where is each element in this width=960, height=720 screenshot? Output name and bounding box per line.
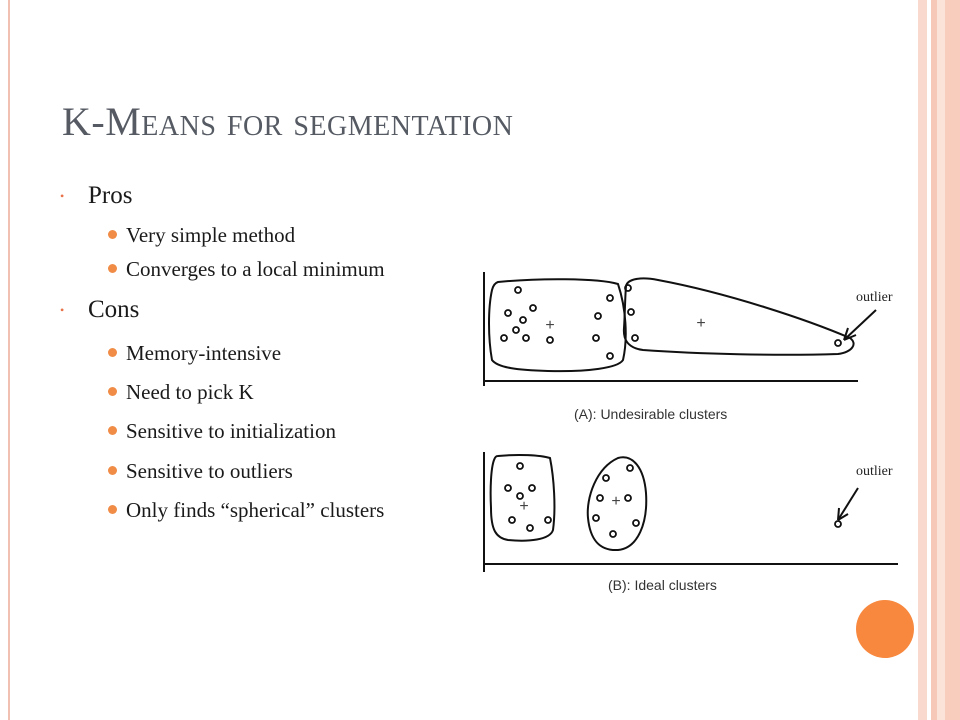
list-item-label: Memory-intensive xyxy=(126,341,282,365)
list-item: Sensitive to outliers xyxy=(60,458,480,484)
data-point xyxy=(522,334,530,342)
outlier-arrowhead-b xyxy=(837,507,849,521)
data-point xyxy=(592,514,600,522)
data-point xyxy=(508,516,516,524)
list-item-label: Need to pick K xyxy=(126,380,254,404)
data-point xyxy=(512,326,520,334)
list-item-label: Sensitive to initialization xyxy=(126,419,336,443)
centroid-mark: + xyxy=(696,315,705,332)
bullet-dot-icon xyxy=(108,387,117,396)
data-point xyxy=(546,336,554,344)
bullet-mark: • xyxy=(60,189,65,203)
data-point xyxy=(632,519,640,527)
data-point xyxy=(514,286,522,294)
right-frame-gap xyxy=(927,0,931,720)
left-frame-line xyxy=(8,0,10,720)
data-point xyxy=(609,530,617,538)
bullet-list: • Pros Very simple method Converges to a… xyxy=(60,178,480,523)
list-item: Need to pick K xyxy=(60,379,480,405)
cluster-outline-b1 xyxy=(489,453,556,542)
bullet-dot-icon xyxy=(108,426,117,435)
list-item-label: Only finds “spherical” clusters xyxy=(126,498,385,522)
section-heading-pros: • Pros xyxy=(60,178,480,214)
data-point xyxy=(526,524,534,532)
caption-panel-a: (A): Undesirable clusters xyxy=(574,406,728,422)
outlier-label-b: outlier xyxy=(856,464,893,479)
data-point xyxy=(834,520,842,528)
centroid-mark: + xyxy=(519,498,528,515)
bullet-dot-icon xyxy=(108,505,117,514)
data-point xyxy=(504,484,512,492)
data-point xyxy=(592,334,600,342)
cluster-outline-b2 xyxy=(586,456,648,552)
list-item-label: Sensitive to outliers xyxy=(126,459,293,483)
list-item: Memory-intensive xyxy=(60,340,480,366)
cluster-outline-a2 xyxy=(622,277,855,356)
bullet-mark: • xyxy=(60,303,65,317)
data-point xyxy=(500,334,508,342)
list-item: Converges to a local minimum xyxy=(60,256,480,282)
data-point xyxy=(596,494,604,502)
data-point xyxy=(544,516,552,524)
data-point xyxy=(606,352,614,360)
section-heading-label: Pros xyxy=(88,182,133,209)
right-frame-stripe xyxy=(937,0,945,720)
data-point xyxy=(627,308,635,316)
data-point xyxy=(624,284,632,292)
outlier-label-a: outlier xyxy=(856,290,893,305)
data-point xyxy=(602,474,610,482)
right-frame-stripe xyxy=(931,0,937,720)
data-point xyxy=(631,334,639,342)
list-item-label: Very simple method xyxy=(126,223,296,247)
section-heading-label: Cons xyxy=(88,296,140,323)
data-point xyxy=(516,492,524,500)
centroid-mark: + xyxy=(611,493,620,510)
data-point xyxy=(606,294,614,302)
section-heading-cons: • Cons xyxy=(60,292,480,328)
data-point xyxy=(529,304,537,312)
right-frame-stripe xyxy=(918,0,927,720)
caption-panel-b: (B): Ideal clusters xyxy=(608,577,717,593)
outlier-arrowhead-a xyxy=(843,327,857,341)
list-item: Only finds “spherical” clusters xyxy=(60,497,426,523)
list-item-label: Converges to a local minimum xyxy=(126,257,385,281)
list-item: Sensitive to initialization xyxy=(60,418,480,444)
right-frame-stripe xyxy=(945,0,960,720)
data-point xyxy=(624,494,632,502)
bullet-dot-icon xyxy=(108,230,117,239)
bullet-dot-icon xyxy=(108,466,117,475)
data-point xyxy=(519,316,527,324)
data-point xyxy=(834,339,842,347)
data-point xyxy=(594,312,602,320)
outlier-arrow-b xyxy=(837,487,859,521)
list-item: Very simple method xyxy=(60,222,480,248)
clusters-diagram: + + + + xyxy=(483,272,898,572)
clusters-figure: + + + + outlier (A): Undesirable cluster… xyxy=(478,268,914,598)
centroid-mark: + xyxy=(545,317,554,334)
data-point xyxy=(516,462,524,470)
cluster-outline-a1 xyxy=(488,278,627,373)
data-point xyxy=(528,484,536,492)
data-point xyxy=(504,309,512,317)
slide-title: K-Means for segmentation xyxy=(62,99,514,144)
bullet-dot-icon xyxy=(108,264,117,273)
data-point xyxy=(626,464,634,472)
decorative-circle xyxy=(856,600,914,658)
outlier-arrow-a xyxy=(843,309,877,341)
bullet-dot-icon xyxy=(108,348,117,357)
